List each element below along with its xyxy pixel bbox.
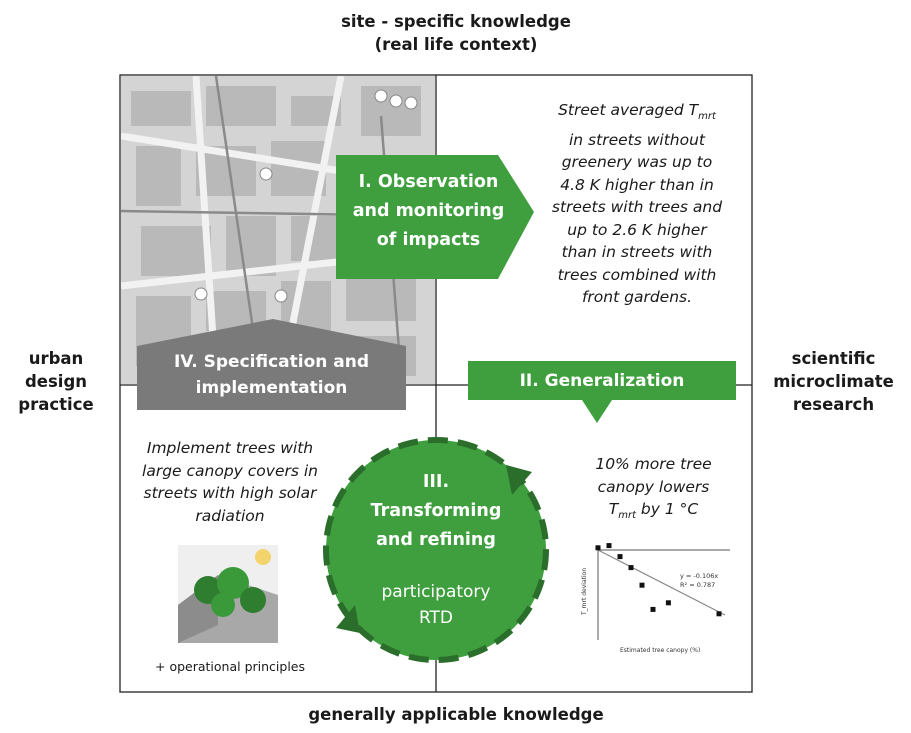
finding-bottom-left: Implement trees with large canopy covers… <box>142 439 318 525</box>
scatter-plot-image: T_mrt deviation y = -0.106x R² = 0.787 E… <box>581 543 730 654</box>
scatter-x-label: Estimated tree canopy (%) <box>620 647 700 654</box>
scatter-point <box>650 606 656 612</box>
operational-principles-label: + operational principles <box>155 659 305 674</box>
axis-bottom-label: generally applicable knowledge <box>308 705 604 724</box>
finding-bottom-right: 10% more tree canopy lowers Tmrt by 1 °C <box>595 455 712 522</box>
scatter-points <box>595 543 722 617</box>
finding-top-right: Street averaged Tmrt in streets without … <box>551 101 723 307</box>
specification-arrow <box>137 319 406 410</box>
axis-top-line-1: site - specific knowledge <box>341 12 571 31</box>
axis-top-label: site - specific knowledge (real life con… <box>226 10 686 56</box>
tree-visualization-image <box>178 545 278 643</box>
scatter-point <box>716 611 722 617</box>
generalization-label: II. Generalization <box>519 371 685 391</box>
scatter-point <box>606 543 612 549</box>
transforming-circle-border <box>323 437 549 663</box>
scatter-y-label: T_mrt deviation <box>581 568 588 616</box>
generalization-arrow <box>468 361 736 423</box>
axis-left-label: urban design practice <box>18 349 94 414</box>
axis-right-label: scientific microclimate research <box>773 349 894 414</box>
observation-arrow <box>336 155 534 279</box>
participatory-label: participatory RTD <box>381 582 491 628</box>
scatter-point <box>628 565 634 571</box>
scatter-point <box>617 554 623 560</box>
observation-label: I. Observation and monitoring of impacts <box>352 172 505 250</box>
cycle-arrowhead-bottom <box>336 605 360 633</box>
transforming-label: III. Transforming and refining <box>370 472 502 550</box>
transforming-circle <box>326 440 546 660</box>
scatter-r2: R² = 0.787 <box>680 581 715 589</box>
scatter-point <box>595 545 601 551</box>
specification-label: IV. Specification and implementation <box>173 352 370 398</box>
scatter-point <box>665 600 671 606</box>
axis-top-line-2: (real life context) <box>374 35 538 54</box>
scatter-trend-line <box>597 549 726 616</box>
scatter-point <box>639 582 645 588</box>
scatter-equation: y = -0.106x <box>680 572 718 580</box>
cycle-arrowhead-top <box>506 465 532 495</box>
